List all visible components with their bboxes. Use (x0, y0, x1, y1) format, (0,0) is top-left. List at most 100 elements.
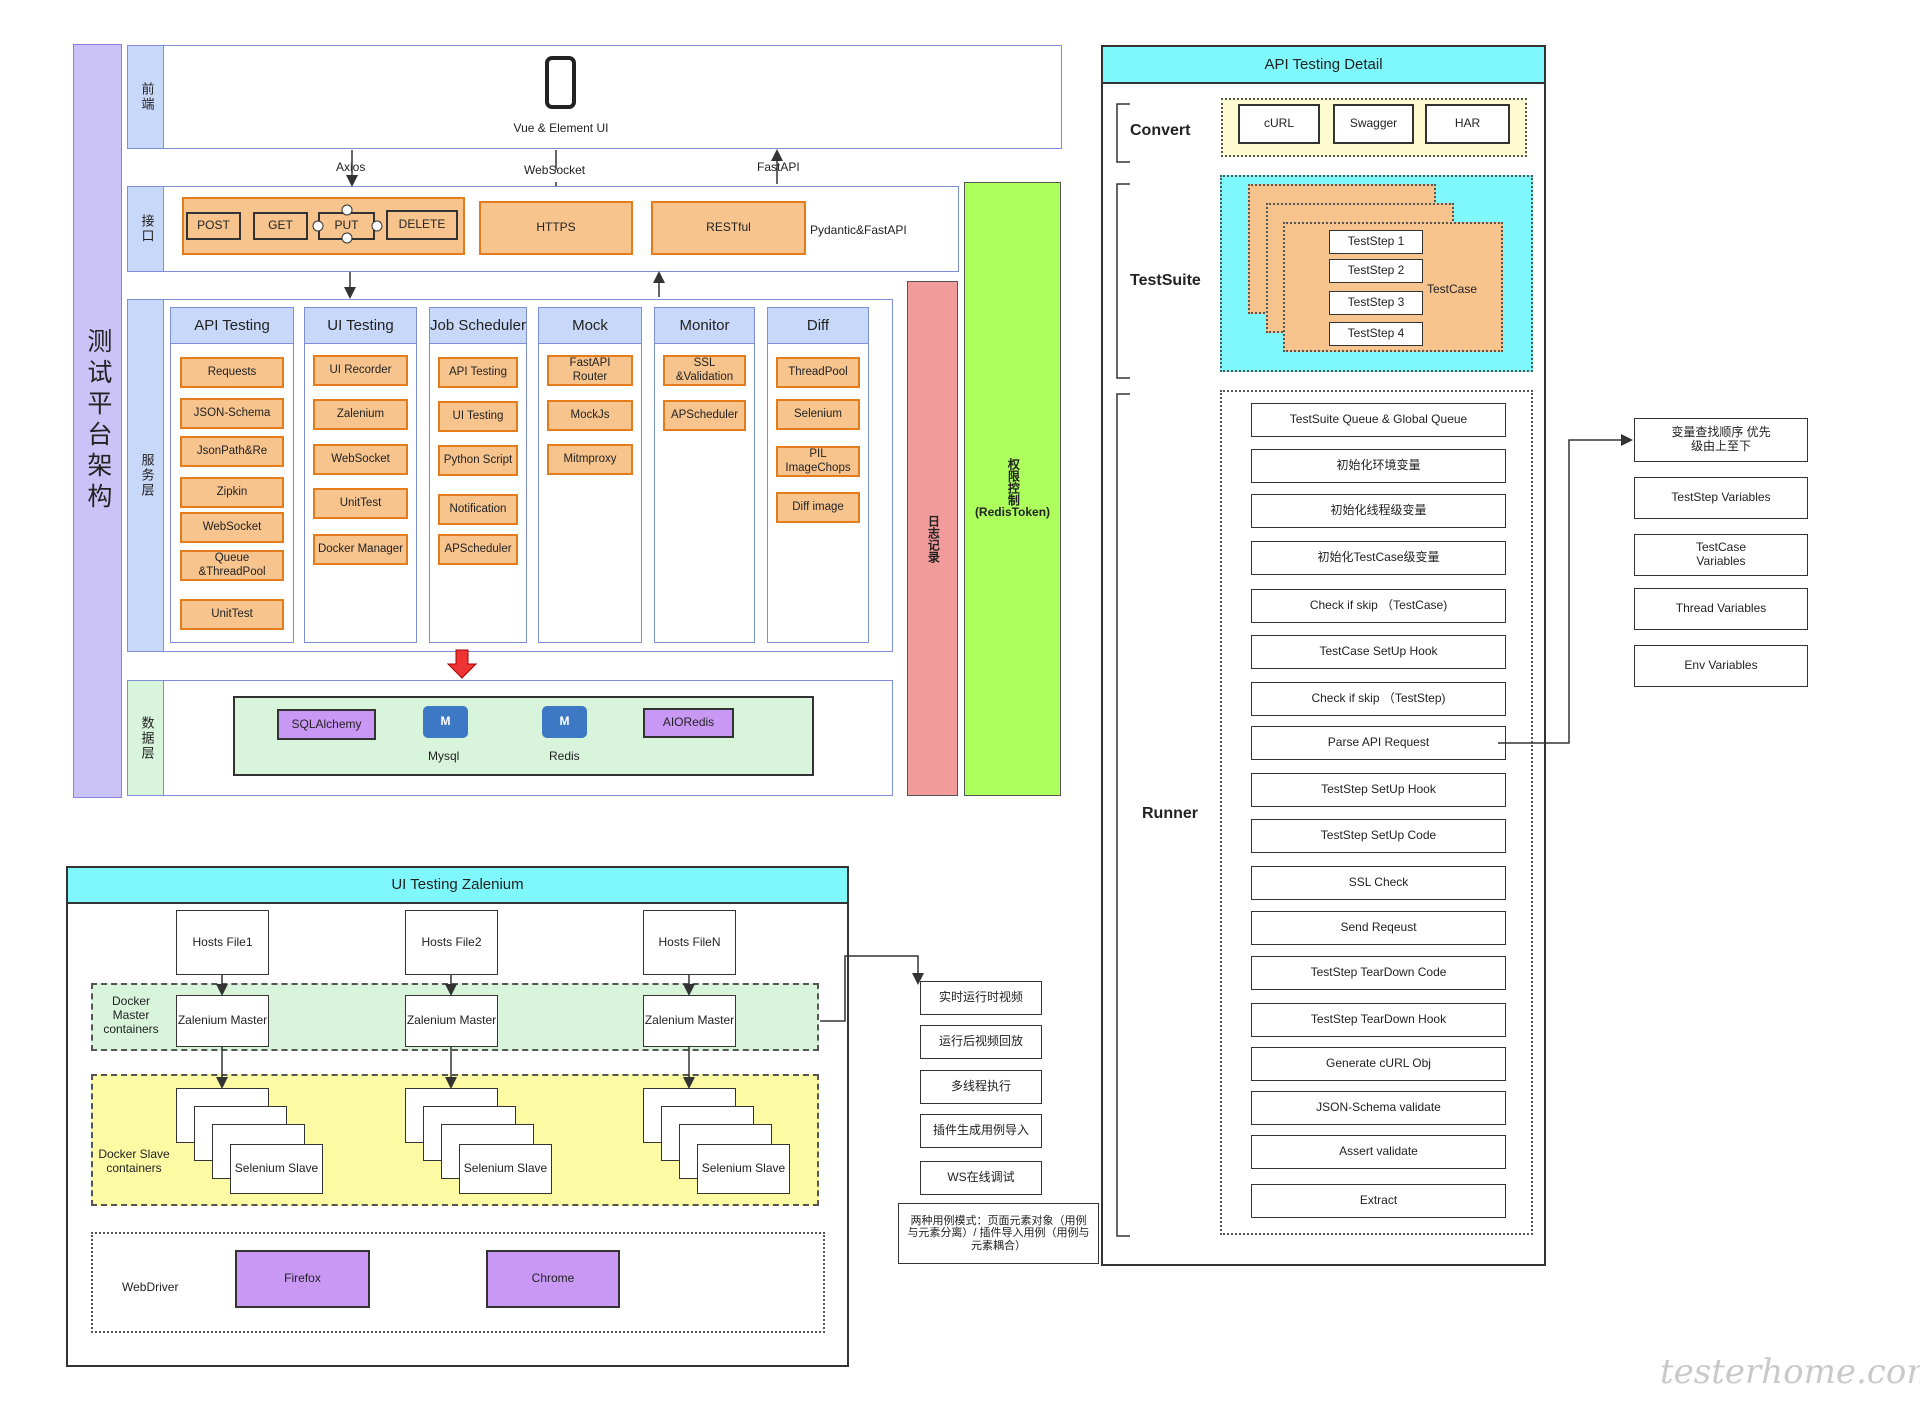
service-item: Mitmproxy (547, 444, 633, 475)
restful-box: RESTful (651, 201, 806, 255)
teststep: TestStep 3 (1329, 291, 1423, 315)
service-item: UI Recorder (313, 355, 408, 386)
phone-icon (545, 56, 576, 109)
master-zone-label: Docker Master containers (103, 994, 159, 1036)
layer-service-label: 服务层 (139, 453, 155, 498)
service-item: PIL ImageChops (776, 446, 860, 477)
service-item: UnitTest (313, 488, 408, 519)
api-detail-title: API Testing Detail (1101, 45, 1546, 84)
testcase-label: TestCase (1427, 282, 1478, 296)
service-item: Selenium (776, 399, 860, 430)
layer-frontend-label: 前端 (139, 82, 155, 112)
method-delete: DELETE (386, 210, 458, 240)
runner-step: TestCase SetUp Hook (1251, 635, 1506, 669)
link-axios: Axios (336, 160, 366, 174)
service-item: APScheduler (438, 534, 518, 565)
link-websocket: WebSocket (524, 163, 586, 177)
runner-step: Parse API Request (1251, 726, 1506, 760)
service-item: UI Testing (438, 401, 518, 432)
teststep: TestStep 4 (1329, 322, 1423, 346)
variable-scope: 变量查找顺序 优先级由上至下 (1634, 418, 1808, 462)
ui-feature: 插件生成用例导入 (920, 1114, 1042, 1148)
slave-zone-label: Docker Slave containers (98, 1147, 170, 1175)
pydantic-label: Pydantic&FastAPI (810, 223, 907, 237)
runner-step: TestStep SetUp Code (1251, 819, 1506, 853)
service-item: Zipkin (180, 477, 284, 508)
runner-step: 初始化环境变量 (1251, 449, 1506, 483)
browser-chrome: Chrome (486, 1250, 620, 1308)
runner-step: SSL Check (1251, 866, 1506, 900)
ui-feature: 实时运行时视频 (920, 981, 1042, 1015)
runner-step: 初始化TestCase级变量 (1251, 541, 1506, 575)
layer-interface: 接口 (127, 186, 165, 272)
frontend-panel (163, 45, 1062, 149)
teststep: TestStep 1 (1329, 230, 1423, 254)
testsuite-label: TestSuite (1130, 272, 1201, 289)
teststep: TestStep 2 (1329, 259, 1423, 283)
selenium-slave: Selenium Slave (230, 1144, 323, 1194)
webdriver-zone (91, 1232, 825, 1333)
method-post: POST (186, 212, 241, 240)
service-item: JSON-Schema (180, 398, 284, 429)
link-fastapi: FastAPI (757, 160, 800, 174)
variable-scope: Env Variables (1634, 645, 1808, 687)
zalenium-master: Zalenium Master (176, 995, 269, 1047)
auth-subtext: (RedisToken) (974, 505, 1051, 520)
redis-db-icon: M (542, 706, 587, 738)
ui-testing-title: UI Testing Zalenium (66, 866, 849, 904)
platform-title-text: 测试平台架构 (83, 328, 112, 514)
service-item: Diff image (776, 492, 860, 523)
service-column-title: API Testing (170, 307, 294, 344)
service-item: UnitTest (180, 599, 284, 630)
auth-text: 权限控制 (1006, 458, 1021, 507)
runner-step: Assert validate (1251, 1135, 1506, 1169)
service-item: Zalenium (313, 399, 408, 430)
runner-step: Generate cURL Obj (1251, 1047, 1506, 1081)
zalenium-master: Zalenium Master (405, 995, 498, 1047)
runner-step: Send Reqeust (1251, 911, 1506, 945)
service-item: WebSocket (180, 512, 284, 543)
mysql-db-badge: M (440, 714, 451, 729)
frontend-device-label: Vue & Element UI (513, 121, 609, 135)
service-item: Notification (438, 494, 518, 525)
service-item: ThreadPool (776, 357, 860, 388)
layer-interface-label: 接口 (139, 214, 155, 244)
convert-har: HAR (1425, 104, 1510, 144)
variable-scope: Thread Variables (1634, 588, 1808, 630)
service-item: Python Script (438, 445, 518, 476)
method-get: GET (253, 212, 308, 240)
hosts-file: Hosts FileN (643, 910, 736, 975)
service-item: Docker Manager (313, 534, 408, 565)
layer-frontend: 前端 (127, 45, 165, 149)
redis-label: Redis (549, 749, 580, 763)
runner-step: JSON-Schema validate (1251, 1091, 1506, 1125)
service-column-title: Mock (538, 307, 642, 344)
runner-step: Extract (1251, 1184, 1506, 1218)
ui-feature: 多线程执行 (920, 1070, 1042, 1104)
runner-step: Check if skip （TestStep) (1251, 682, 1506, 716)
runner-step: TestSuite Queue & Global Queue (1251, 403, 1506, 437)
webdriver-label: WebDriver (122, 1280, 179, 1294)
runner-step: TestStep SetUp Hook (1251, 773, 1506, 807)
runner-step: TestStep TearDown Hook (1251, 1003, 1506, 1037)
log-text: 日志记录 (926, 514, 941, 563)
mysql-db-icon: M (423, 706, 468, 738)
layer-data-label: 数据层 (139, 715, 155, 761)
service-item: Queue &ThreadPool (180, 550, 284, 581)
runner-step: Check if skip （TestCase) (1251, 589, 1506, 623)
auth-column: 权限控制 (RedisToken) (964, 182, 1061, 796)
service-item: JsonPath&Re (180, 436, 284, 467)
aioredis-box: AIORedis (643, 708, 734, 738)
variable-scope: TestStep Variables (1634, 477, 1808, 519)
convert-swagger: Swagger (1333, 104, 1414, 144)
service-item: SSL &Validation (663, 355, 746, 386)
runner-step: TestStep TearDown Code (1251, 956, 1506, 990)
hosts-file: Hosts File1 (176, 910, 269, 975)
service-item: Requests (180, 357, 284, 388)
service-column-title: UI Testing (304, 307, 417, 344)
ui-feature: WS在线调试 (920, 1161, 1042, 1195)
zalenium-master: Zalenium Master (643, 995, 736, 1047)
service-item: FastAPI Router (547, 355, 633, 386)
variable-scope: TestCase Variables (1634, 534, 1808, 576)
